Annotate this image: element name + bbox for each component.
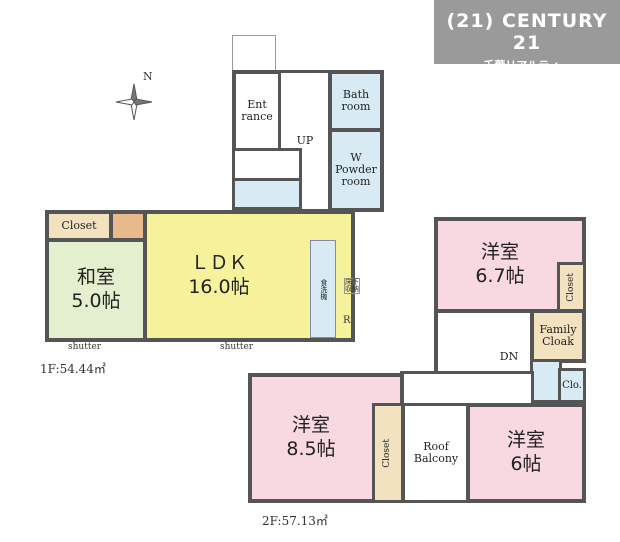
shutter-label: shutter bbox=[68, 342, 102, 352]
washer-label: W bbox=[350, 150, 362, 164]
clo-2f: Clo. bbox=[558, 368, 586, 403]
refrigerator-label: R bbox=[343, 315, 351, 326]
underfloor-storage: 床下収納 bbox=[344, 278, 360, 294]
stairs-up-label: UP bbox=[296, 133, 314, 147]
kitchen-counter: 食洗機 bbox=[310, 240, 336, 338]
stairs-2f: DN bbox=[434, 309, 534, 375]
porch bbox=[232, 35, 276, 73]
bathroom: Bath room bbox=[328, 70, 384, 132]
compass-north-label: N bbox=[143, 70, 153, 83]
logo-subtitle: 千葉リアルティー bbox=[483, 59, 571, 72]
roof-balcony: Roof Balcony bbox=[402, 403, 470, 503]
stairs-1f bbox=[232, 148, 302, 182]
toilet-1f bbox=[232, 178, 302, 210]
floor1-area-label: 1F:54.44㎡ bbox=[40, 362, 106, 376]
century21-logo: (21) CENTURY 21 千葉リアルティー bbox=[434, 0, 620, 72]
shutter-label: shutter bbox=[220, 342, 254, 352]
closet-2f-a: Closet bbox=[557, 262, 586, 313]
floor2-area-label: 2F:57.13㎡ bbox=[262, 514, 328, 528]
hall-2f bbox=[400, 371, 534, 407]
closet-2f-b: Closet bbox=[372, 403, 404, 503]
entrance: Ent rance bbox=[232, 70, 282, 152]
family-cloak: Family Cloak bbox=[530, 309, 586, 363]
logo-brand: (21) CENTURY 21 bbox=[446, 10, 608, 54]
compass-icon bbox=[112, 80, 156, 124]
